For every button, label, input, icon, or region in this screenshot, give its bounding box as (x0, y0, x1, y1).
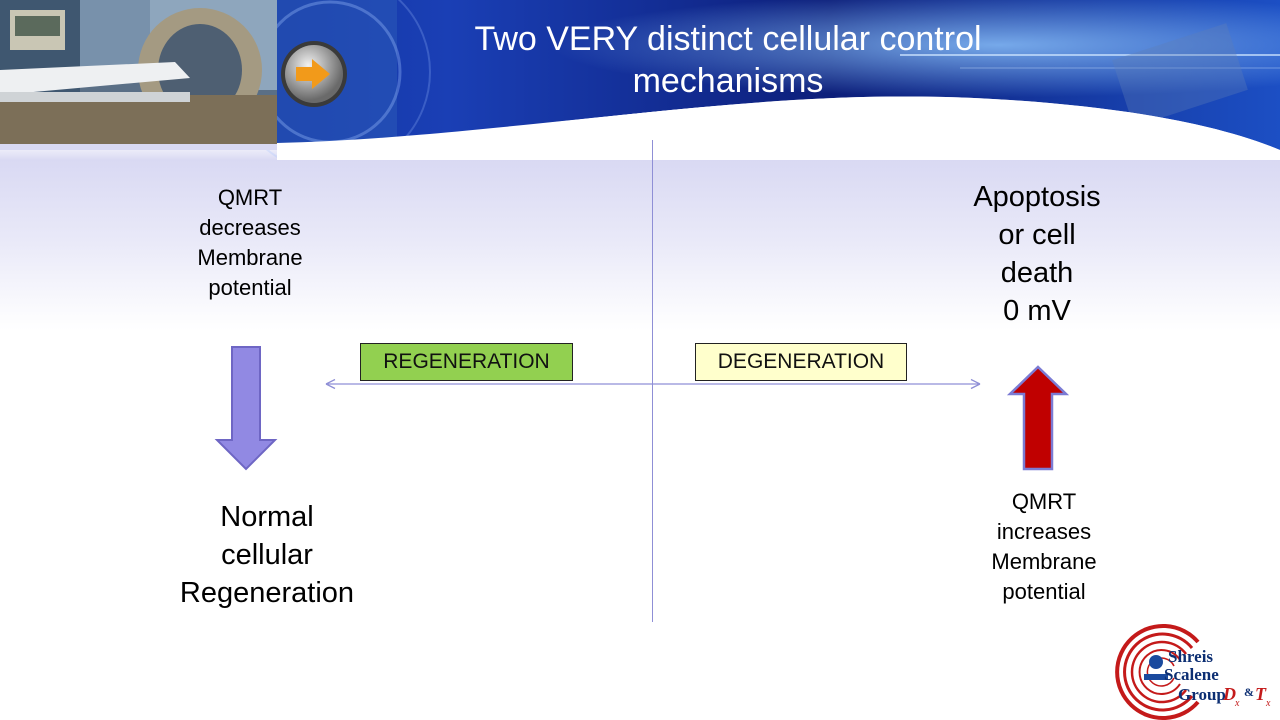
right-bottom-text: QMRT increases Membrane potential (991, 489, 1097, 604)
vertical-axis-line (652, 140, 653, 622)
slide-title: Two VERY distinct cellular control mecha… (474, 20, 982, 100)
logo-ampersand: & (1244, 685, 1254, 699)
logo-line-2: Scalene (1164, 665, 1219, 684)
regeneration-box: REGENERATION (360, 343, 573, 381)
logo-dx-sub: x (1234, 698, 1240, 709)
logo-tx-sub: x (1265, 698, 1271, 709)
degeneration-box: DEGENERATION (695, 343, 907, 381)
mri-scanner-photo (0, 0, 277, 144)
left-top-text: QMRT decreases Membrane potential (197, 185, 303, 300)
logo-line-1: Shreis (1168, 647, 1213, 666)
logo-line-3: Group (1178, 685, 1226, 704)
logo-tx: T (1255, 684, 1267, 704)
logo-dx: D (1222, 684, 1236, 704)
shreis-scalene-group-logo: Shreis Scalene Group D x & T x (1115, 624, 1271, 720)
horizontal-double-arrow (325, 378, 981, 390)
down-arrow-icon (214, 346, 278, 471)
left-bottom-text: Normal cellular Regeneration (179, 501, 355, 609)
up-arrow-icon (1007, 365, 1069, 471)
right-top-text: Apoptosis or cell death 0 mV (973, 181, 1101, 327)
